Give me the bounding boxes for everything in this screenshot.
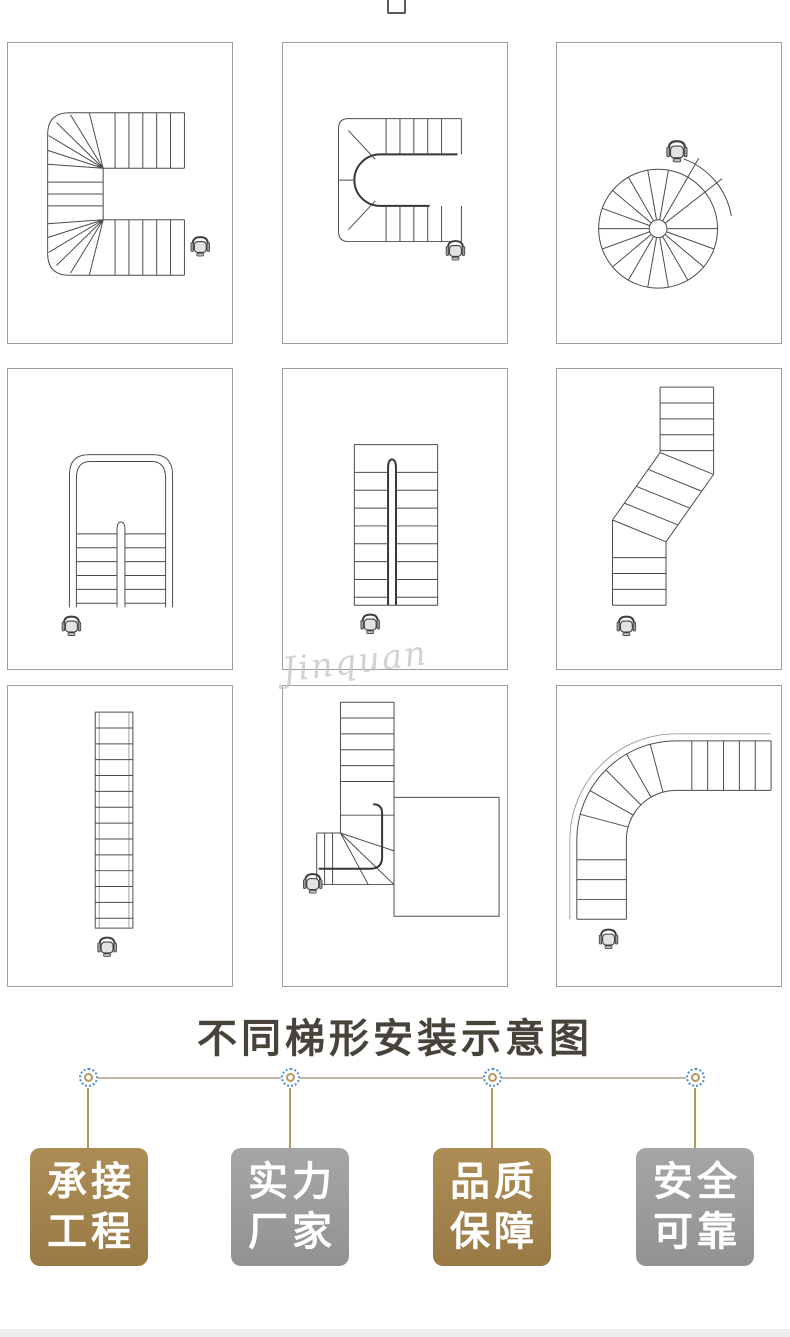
badge-quality-guarantee: 品质 保障 — [433, 1148, 551, 1266]
timeline-line — [87, 1077, 695, 1079]
stairlift-seat-icon — [96, 936, 118, 958]
stairlift-seat-icon — [445, 240, 466, 261]
badge-undertake-projects: 承接 工程 — [30, 1148, 148, 1266]
spiral-stair-diagram — [598, 140, 732, 289]
badge-line: 可靠 — [653, 1210, 741, 1254]
page-title: 不同梯形安装示意图 — [197, 1017, 593, 1061]
badge-line: 工程 — [47, 1210, 135, 1254]
diagram-card-8 — [282, 685, 508, 987]
curved-quarter-turn-stair-diagram — [569, 733, 772, 950]
parallel-flights-top-turn-diagram — [61, 454, 174, 637]
straight-stair-diagram — [94, 711, 134, 958]
timeline-node-icon — [281, 1068, 300, 1087]
u-stair-hairpin-rail-diagram — [338, 118, 466, 261]
badge-line: 品质 — [450, 1160, 538, 1204]
dogleg-diagonal-stair-diagram — [612, 386, 715, 637]
diagram-card-1 — [7, 42, 233, 344]
u-stair-double-fan-turn-diagram — [47, 112, 211, 276]
diagram-card-5 — [282, 368, 508, 670]
diagram-card-2 — [282, 42, 508, 344]
badge-strong-manufacturer: 实力 厂家 — [231, 1148, 349, 1266]
diagram-card-6 — [556, 368, 782, 670]
timeline-drop-line — [87, 1088, 89, 1148]
badge-line: 保障 — [450, 1210, 538, 1254]
stairlift-seat-icon — [302, 873, 324, 895]
bottom-edge — [0, 1329, 790, 1337]
badge-line: 安全 — [653, 1160, 741, 1204]
timeline-node-icon — [686, 1068, 705, 1087]
stairlift-seat-icon — [598, 928, 619, 950]
stairlift-seat-icon — [616, 615, 637, 637]
cropped-top-graphic — [387, 0, 406, 14]
timeline-node-icon — [483, 1068, 502, 1087]
badge-line: 厂家 — [248, 1210, 336, 1254]
diagram-card-4 — [7, 368, 233, 670]
badge-line: 实力 — [248, 1160, 336, 1204]
stairlift-seat-icon — [359, 613, 381, 635]
diagram-card-3 — [556, 42, 782, 344]
stairlift-seat-icon — [189, 236, 211, 258]
badge-line: 承接 — [47, 1160, 135, 1204]
timeline-drop-line — [289, 1088, 291, 1148]
timeline-drop-line — [491, 1088, 493, 1148]
stairlift-seat-icon — [61, 615, 82, 637]
diagram-card-9 — [556, 685, 782, 987]
timeline-node-icon — [79, 1068, 98, 1087]
badge-safe-reliable: 安全 可靠 — [636, 1148, 754, 1266]
diagram-card-7 — [7, 685, 233, 987]
timeline-drop-line — [694, 1088, 696, 1148]
l-turn-stair-landing-diagram — [302, 701, 500, 917]
narrow-switchback-stair-diagram — [353, 444, 439, 635]
